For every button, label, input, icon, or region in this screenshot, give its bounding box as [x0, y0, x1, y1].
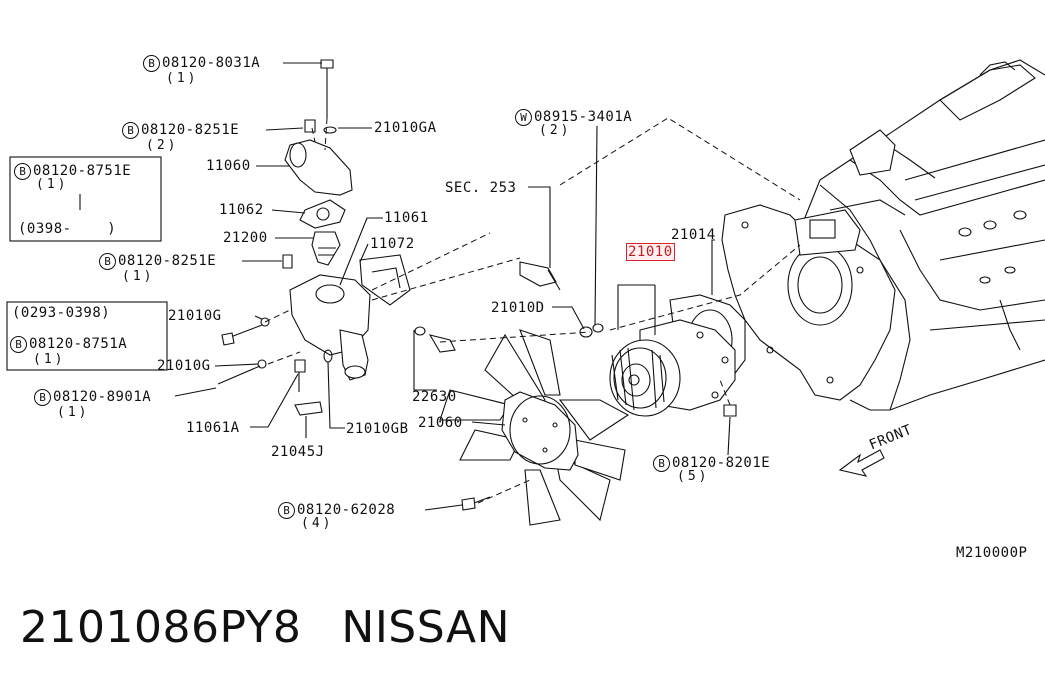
bolt-circle-icon: B [14, 163, 31, 180]
label-21060: 21060 [418, 415, 463, 431]
front-cover [721, 204, 896, 401]
label-21045j: 21045J [271, 444, 325, 460]
bolt-circle-icon: B [122, 122, 139, 139]
label-21010g-b: 21010G [157, 358, 211, 374]
qty-bolt-8251e-mid: (1) [122, 269, 155, 284]
label-11060: 11060 [206, 158, 251, 174]
part-number: 2101086PY8 [20, 602, 302, 653]
leader-lines [79, 62, 731, 511]
brand-name: NISSAN [341, 602, 510, 653]
assembly-dashes [264, 117, 801, 504]
qty-bolt-8031a: (1) [166, 71, 199, 86]
bolt-circle-icon: B [10, 336, 27, 353]
qty-box-top: (1) [36, 177, 69, 192]
label-21200: 21200 [223, 230, 268, 246]
label-21010ga: 21010GA [374, 120, 437, 136]
exploded-parts-diagram [6, 59, 1045, 526]
inset-box-0293 [6, 301, 168, 371]
inset-box-0398 [9, 156, 162, 242]
label-11062: 11062 [219, 202, 264, 218]
label-11061a: 11061A [186, 420, 240, 436]
label-sec-253: SEC. 253 [445, 180, 517, 196]
label-21014: 21014 [671, 227, 716, 243]
label-21010-highlighted[interactable]: 21010 [626, 243, 675, 261]
bolt-circle-icon: B [143, 55, 160, 72]
bolt-circle-icon: B [653, 455, 670, 472]
label-21010gb: 21010GB [346, 421, 409, 437]
engine-block [799, 59, 1045, 411]
footer-title: 2101086PY8 NISSAN [20, 598, 510, 658]
label-22630: 22630 [412, 389, 457, 405]
washer-circle-icon: W [515, 109, 532, 126]
cooling-fan [439, 329, 630, 526]
label-21010g-a: 21010G [168, 308, 222, 324]
label-box-bottom-range: (0293-0398) [12, 305, 111, 321]
qty-bolt-8251e-top: (2) [146, 138, 179, 153]
bolt-circle-icon: B [278, 502, 295, 519]
bolt-circle-icon: B [34, 389, 51, 406]
qty-washer-8915: (2) [539, 123, 572, 138]
thermostat-housing [217, 59, 737, 511]
label-11061: 11061 [384, 210, 429, 226]
qty-bolt-8901a: (1) [57, 405, 90, 420]
bolt-circle-icon: B [99, 253, 116, 270]
qty-box-bottom: (1) [33, 352, 66, 367]
qty-bolt-62028: (4) [301, 516, 334, 531]
diagram-reference-code: M210000P [956, 545, 1028, 561]
label-box-top-range: (0398- ) [18, 221, 117, 237]
label-21010d: 21010D [491, 300, 545, 316]
qty-bolt-8201e: (5) [677, 469, 710, 484]
front-arrow-icon [838, 449, 885, 477]
label-11072: 11072 [370, 236, 415, 252]
water-pump [609, 319, 736, 417]
